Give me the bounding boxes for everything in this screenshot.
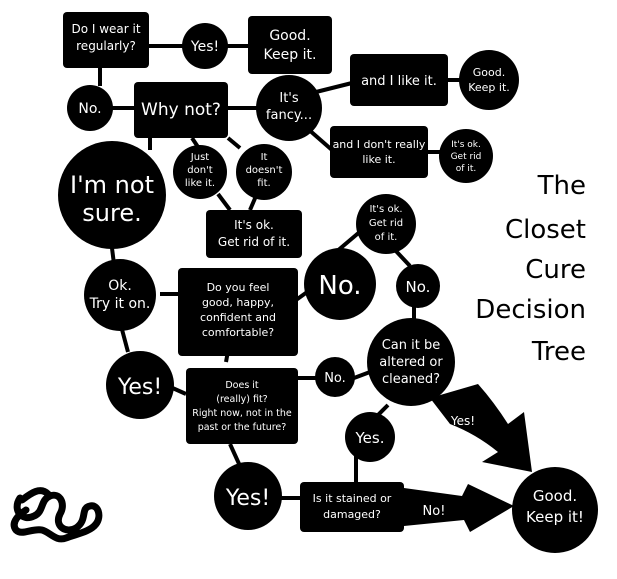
node-no-3: No. — [315, 357, 355, 397]
node-label: of it. — [456, 164, 476, 174]
node-label: confident and — [200, 311, 276, 324]
node-good-keep-1: Good. Keep it. — [248, 16, 332, 74]
node-label: Keep it. — [264, 47, 317, 63]
node-label: Good. — [533, 487, 577, 505]
node-label: good, happy, — [202, 296, 274, 309]
node-label: No. — [406, 278, 431, 296]
node-why-not: Why not? — [134, 82, 228, 138]
node-label: Get rid — [369, 218, 403, 229]
node-label: like it. — [362, 153, 395, 166]
node-ok-get-rid-3: It's ok. Get rid of it. — [356, 194, 416, 254]
node-label: regularly? — [76, 39, 136, 53]
node-label: (really) fit? — [216, 394, 267, 405]
node-no-1: No. — [67, 85, 113, 131]
squiggle-logo-icon — [10, 487, 103, 543]
node-ok-get-rid-1: It's ok. Get rid of it. — [439, 129, 493, 183]
node-really-fit: Does it (really) fit? Right now, not in … — [186, 368, 298, 444]
node-label: sure. — [82, 199, 141, 227]
node-label: Yes! — [117, 375, 162, 400]
title-line-5: Tree — [531, 337, 586, 367]
node-label: No. — [78, 101, 101, 117]
node-label: No. — [324, 371, 346, 386]
node-label: and I don't really — [333, 138, 426, 151]
node-label: Right now, not in the — [192, 408, 292, 419]
node-its-fancy: It's fancy... — [256, 75, 322, 141]
node-yes-big: Yes! — [106, 351, 174, 419]
node-label: Ok. — [108, 278, 132, 294]
node-label: Keep it! — [526, 508, 584, 526]
node-label: fit. — [257, 178, 270, 189]
node-not-sure: I'm not sure. — [58, 141, 166, 249]
title-line-1: The — [537, 171, 586, 201]
node-label: Yes! — [450, 414, 475, 428]
node-label: fancy... — [266, 108, 312, 123]
node-yes-3: Yes! — [214, 462, 282, 530]
node-label: Yes. — [355, 429, 385, 447]
node-label: No! — [423, 504, 446, 519]
node-label: Get rid — [451, 152, 482, 162]
node-and-i-like-it: and I like it. — [350, 54, 448, 106]
node-no-arrow: No! — [404, 484, 514, 532]
node-label: damaged? — [323, 508, 381, 521]
node-good-keep-2: Good. Keep it. — [459, 50, 519, 110]
node-just-dont-like: Just don't like it. — [173, 145, 227, 199]
node-label: Does it — [225, 380, 259, 391]
node-label: It's — [279, 91, 299, 106]
node-label: Good. — [269, 28, 310, 44]
title-line-3: Cure — [525, 255, 586, 285]
node-label: Why not? — [141, 100, 221, 120]
node-label: altered or — [379, 355, 443, 370]
node-label: It — [261, 152, 268, 163]
node-good-keep-final: Good. Keep it! — [512, 467, 598, 553]
node-label: Yes! — [190, 39, 219, 55]
node-try-it-on: Ok. Try it on. — [84, 259, 156, 331]
node-label: Do I wear it — [71, 22, 140, 36]
node-label: Is it stained or — [313, 492, 392, 505]
node-label: It's ok. — [451, 140, 481, 150]
node-label: Yes! — [225, 486, 270, 511]
node-yes-arrow: Yes! — [430, 384, 532, 472]
node-label: Just — [190, 152, 209, 163]
title-line-4: Decision — [475, 295, 586, 325]
node-label: Try it on. — [89, 296, 151, 312]
node-feel-good: Do you feel good, happy, confident and c… — [178, 268, 298, 356]
node-doesnt-fit: It doesn't fit. — [236, 144, 292, 200]
node-label: It's ok. — [234, 218, 274, 232]
node-label: comfortable? — [202, 326, 274, 339]
node-wear-regularly: Do I wear it regularly? — [63, 12, 149, 68]
node-label: It's ok. — [369, 204, 402, 215]
node-label: Do you feel — [207, 281, 270, 294]
node-label: Good. — [473, 66, 505, 79]
node-label: don't — [187, 165, 213, 176]
node-stained: Is it stained or damaged? — [300, 482, 404, 532]
node-and-i-dont-like: and I don't really like it. — [330, 126, 428, 178]
node-label: doesn't — [246, 165, 283, 176]
node-label: No. — [318, 271, 361, 301]
node-yes-1: Yes! — [182, 23, 228, 69]
node-label: like it. — [185, 178, 215, 189]
title-line-2: Closet — [505, 215, 586, 245]
node-label: cleaned? — [382, 372, 440, 387]
node-label: and I like it. — [361, 74, 437, 89]
node-no-big: No. — [304, 248, 376, 320]
node-label: of it. — [375, 232, 398, 243]
node-ok-get-rid-2: It's ok. Get rid of it. — [206, 210, 302, 258]
node-no-2: No. — [396, 264, 440, 308]
node-label: Can it be — [382, 338, 441, 353]
node-label: past or the future? — [198, 422, 287, 433]
diagram-title: The Closet Cure Decision Tree — [475, 171, 586, 367]
node-label: Get rid of it. — [218, 235, 290, 249]
node-yes-2: Yes. — [345, 412, 395, 462]
node-label: I'm not — [70, 171, 154, 199]
node-label: Keep it. — [468, 81, 510, 94]
node-altered: Can it be altered or cleaned? — [367, 318, 455, 406]
